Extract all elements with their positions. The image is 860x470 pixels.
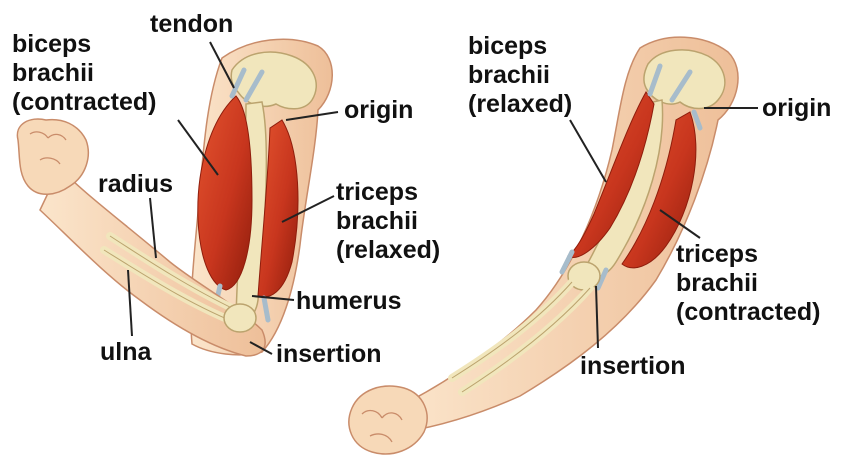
label-insertion-left: insertion: [276, 340, 382, 369]
label-insertion-right: insertion: [580, 352, 686, 381]
label-tendon: tendon: [150, 10, 233, 39]
label-radius: radius: [98, 170, 173, 199]
right-fist: [349, 386, 427, 454]
left-fist: [17, 119, 88, 194]
left-elbow-joint: [224, 304, 256, 332]
label-origin-right: origin: [762, 94, 831, 123]
label-triceps-brachii-relaxed: triceps brachii (relaxed): [336, 178, 440, 265]
label-ulna: ulna: [100, 338, 151, 367]
label-humerus: humerus: [296, 287, 402, 316]
label-origin-left: origin: [344, 96, 413, 125]
label-triceps-brachii-contracted: triceps brachii (contracted): [676, 240, 820, 327]
label-biceps-brachii-contracted: biceps brachii (contracted): [12, 30, 156, 117]
leader-biceps-relaxed: [570, 120, 606, 182]
label-biceps-brachii-relaxed: biceps brachii (relaxed): [468, 32, 572, 119]
